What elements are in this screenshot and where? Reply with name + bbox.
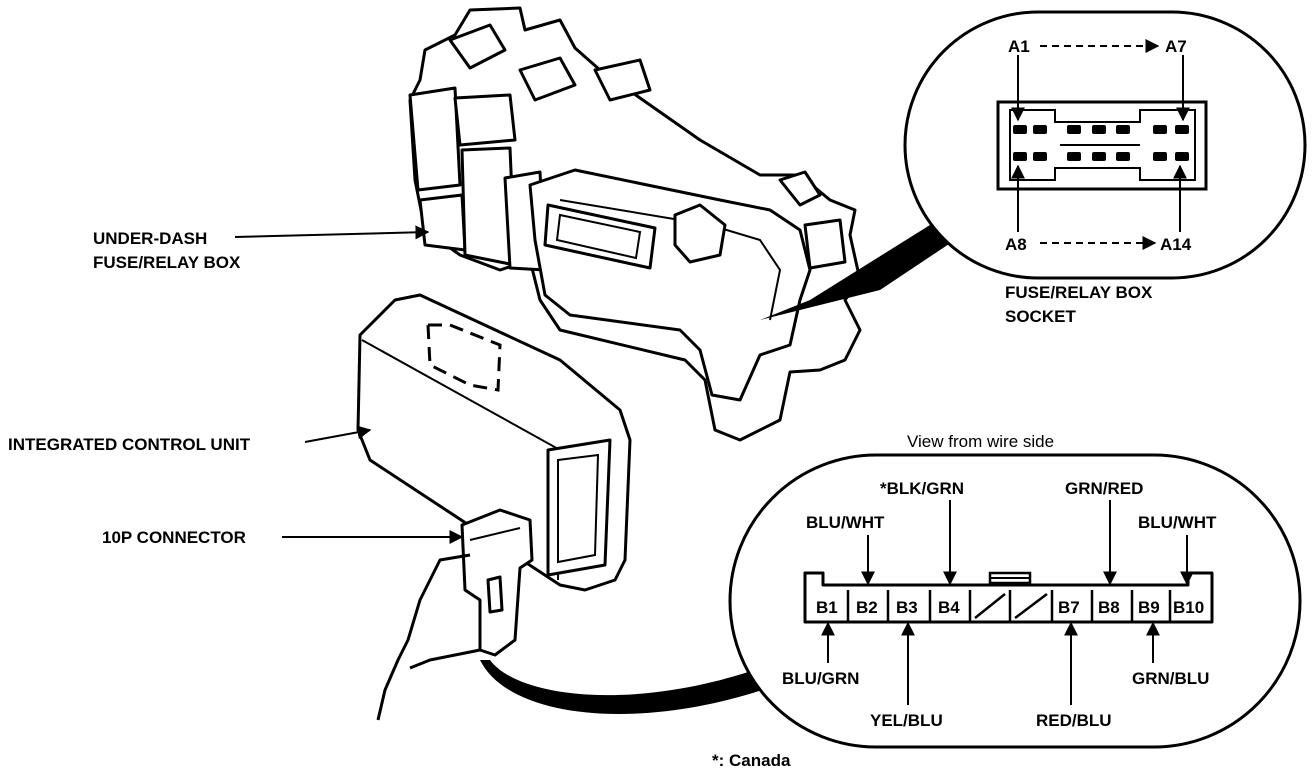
pin-label-a1: A1	[1008, 37, 1030, 56]
terminal-b3: B3	[896, 598, 918, 617]
socket-detail-callout: A1 A7 A8 A14	[760, 10, 1307, 320]
terminal-b4: B4	[938, 598, 960, 617]
label-socket-line2: SOCKET	[1005, 307, 1076, 326]
wire-b7: RED/BLU	[1036, 711, 1112, 730]
pin-label-a8: A8	[1005, 235, 1027, 254]
label-socket-line1: FUSE/RELAY BOX	[1005, 283, 1153, 302]
wire-b3: YEL/BLU	[870, 711, 943, 730]
pin-label-a7: A7	[1165, 37, 1187, 56]
terminal-b8: B8	[1098, 598, 1120, 617]
label-under-dash: UNDER-DASH	[93, 229, 207, 248]
wire-b1: BLU/GRN	[782, 669, 859, 688]
terminal-b7: B7	[1058, 598, 1080, 617]
wire-b9: GRN/BLU	[1132, 669, 1209, 688]
pin-label-a14: A14	[1160, 235, 1192, 254]
label-fuse-relay-box: FUSE/RELAY BOX	[93, 253, 241, 272]
leader-lines	[234, 225, 464, 544]
terminal-b2: B2	[856, 598, 878, 617]
label-10p-connector: 10P CONNECTOR	[102, 528, 246, 547]
terminal-b10: B10	[1173, 598, 1204, 617]
integrated-control-unit-illustration	[356, 293, 632, 592]
wire-b2: BLU/WHT	[806, 513, 885, 532]
label-view-note: View from wire side	[907, 432, 1054, 451]
wire-b10: BLU/WHT	[1138, 513, 1217, 532]
label-canada-note: *: Canada	[712, 751, 791, 770]
fuse-relay-box-illustration	[408, 6, 862, 442]
wire-b8: GRN/RED	[1065, 479, 1143, 498]
label-integrated-control-unit: INTEGRATED CONTROL UNIT	[8, 435, 251, 454]
terminal-b9: B9	[1138, 598, 1160, 617]
wire-b4: *BLK/GRN	[880, 479, 964, 498]
terminal-b1: B1	[816, 598, 838, 617]
10p-connector-illustration	[376, 508, 534, 721]
connector-detail-callout: B1 B2 B3 B4 B7 B8 B9 B10 BLU/WHT *BLK/GR…	[480, 453, 1302, 749]
